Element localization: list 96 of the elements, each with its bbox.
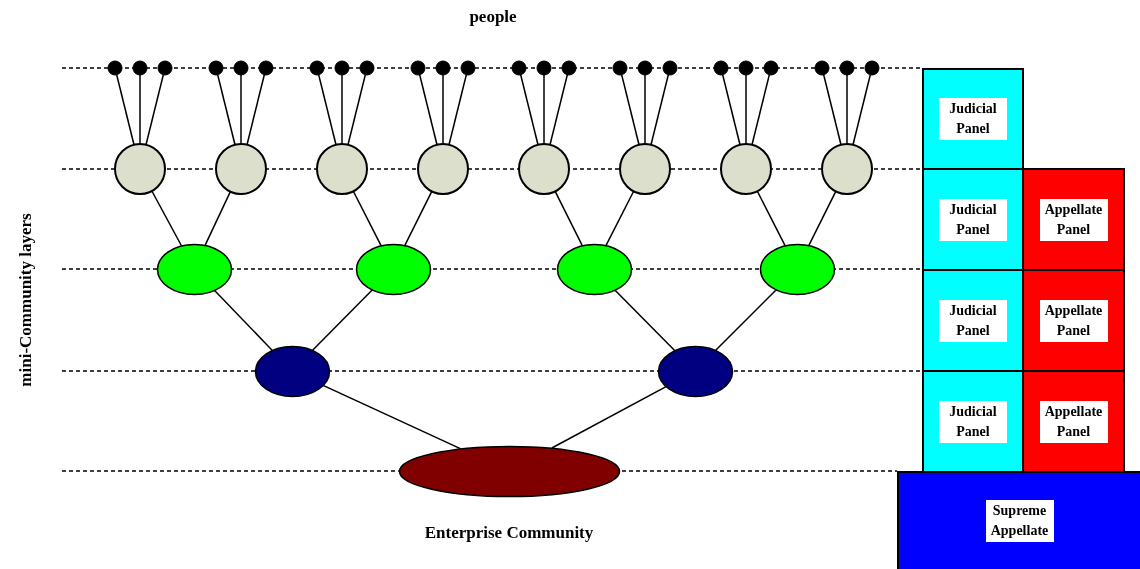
community-ellipse bbox=[354, 242, 432, 296]
person-dot bbox=[107, 60, 123, 76]
connector-line bbox=[605, 190, 635, 247]
connector-line bbox=[714, 288, 778, 352]
connector-line bbox=[549, 74, 569, 146]
person-dot bbox=[435, 60, 451, 76]
connector-line bbox=[246, 74, 266, 146]
panel-label: Judicial Panel bbox=[939, 400, 1007, 443]
community-circle bbox=[719, 142, 773, 196]
connector-line bbox=[240, 74, 242, 145]
person-dot bbox=[713, 60, 729, 76]
connector-line bbox=[543, 74, 545, 145]
connector-line bbox=[352, 190, 382, 247]
connector-line bbox=[213, 289, 273, 351]
person-dot bbox=[233, 60, 249, 76]
judicial-panel bbox=[922, 168, 1024, 271]
person-dot bbox=[208, 60, 224, 76]
appellate-panel bbox=[1022, 370, 1125, 473]
connector-line bbox=[613, 289, 676, 351]
connector-line bbox=[554, 190, 583, 247]
axis-caption: mini-Community layers bbox=[16, 213, 36, 387]
connector-line bbox=[404, 190, 433, 247]
community-ellipse bbox=[758, 242, 836, 296]
connector-line bbox=[216, 74, 236, 146]
connector-line bbox=[151, 190, 183, 247]
person-dot bbox=[738, 60, 754, 76]
community-circle bbox=[820, 142, 874, 196]
appellate-panel bbox=[1022, 168, 1125, 271]
appellate-panel bbox=[1022, 269, 1125, 372]
node-caption: Enterprise Community bbox=[424, 523, 594, 543]
person-dot bbox=[359, 60, 375, 76]
person-dot bbox=[460, 60, 476, 76]
connector-line bbox=[751, 74, 771, 146]
person-dot bbox=[410, 60, 426, 76]
connector-line bbox=[519, 74, 539, 146]
connector-line bbox=[442, 74, 444, 145]
enterprise-ellipse bbox=[397, 444, 621, 498]
community-circle bbox=[517, 142, 571, 196]
panel-label: Judicial Panel bbox=[939, 98, 1007, 140]
person-dot bbox=[536, 60, 552, 76]
connector-line bbox=[139, 74, 141, 145]
community-circle bbox=[315, 142, 369, 196]
person-dot bbox=[561, 60, 577, 76]
connector-line bbox=[317, 74, 337, 146]
panel-label: Judicial Panel bbox=[939, 299, 1007, 342]
person-dot bbox=[814, 60, 830, 76]
connector-line bbox=[448, 74, 468, 146]
panel-label: Judicial Panel bbox=[939, 198, 1007, 241]
connector-line bbox=[808, 190, 837, 247]
connector-line bbox=[852, 74, 872, 146]
connector-line bbox=[115, 74, 135, 146]
person-dot bbox=[511, 60, 527, 76]
supreme-panel bbox=[897, 471, 1140, 569]
person-dot bbox=[334, 60, 350, 76]
person-dot bbox=[612, 60, 628, 76]
community-circle bbox=[416, 142, 470, 196]
layer-heading: people bbox=[469, 7, 517, 27]
connector-line bbox=[145, 74, 165, 146]
panel-label: Appellate Panel bbox=[1039, 299, 1108, 342]
connector-line bbox=[341, 74, 343, 145]
connector-line bbox=[418, 74, 438, 146]
community-ellipse bbox=[253, 344, 331, 398]
connector-line bbox=[650, 74, 670, 146]
panel-label: Appellate Panel bbox=[1039, 198, 1108, 241]
panel-label: Appellate Panel bbox=[1039, 400, 1108, 443]
community-ellipse bbox=[155, 242, 233, 296]
person-dot bbox=[157, 60, 173, 76]
community-circle bbox=[113, 142, 167, 196]
connector-line bbox=[745, 74, 747, 145]
community-ellipse bbox=[555, 242, 633, 296]
person-dot bbox=[662, 60, 678, 76]
community-ellipse bbox=[656, 344, 734, 398]
person-dot bbox=[864, 60, 880, 76]
panel-label: Supreme Appellate bbox=[985, 500, 1054, 542]
connector-line bbox=[620, 74, 640, 146]
person-dot bbox=[763, 60, 779, 76]
person-dot bbox=[637, 60, 653, 76]
connector-line bbox=[551, 385, 667, 449]
judicial-panel bbox=[922, 370, 1024, 473]
connector-line bbox=[347, 74, 367, 146]
connector-line bbox=[756, 190, 786, 247]
judicial-panel bbox=[922, 68, 1024, 170]
person-dot bbox=[839, 60, 855, 76]
connector-line bbox=[822, 74, 842, 146]
connector-line bbox=[644, 74, 646, 145]
connector-line bbox=[721, 74, 741, 146]
connector-line bbox=[204, 190, 232, 246]
connector-line bbox=[311, 289, 374, 351]
connector-line bbox=[321, 384, 462, 450]
connector-line bbox=[846, 74, 848, 145]
person-dot bbox=[309, 60, 325, 76]
person-dot bbox=[258, 60, 274, 76]
community-circle bbox=[214, 142, 268, 196]
judicial-panel bbox=[922, 269, 1024, 372]
community-circle bbox=[618, 142, 672, 196]
person-dot bbox=[132, 60, 148, 76]
